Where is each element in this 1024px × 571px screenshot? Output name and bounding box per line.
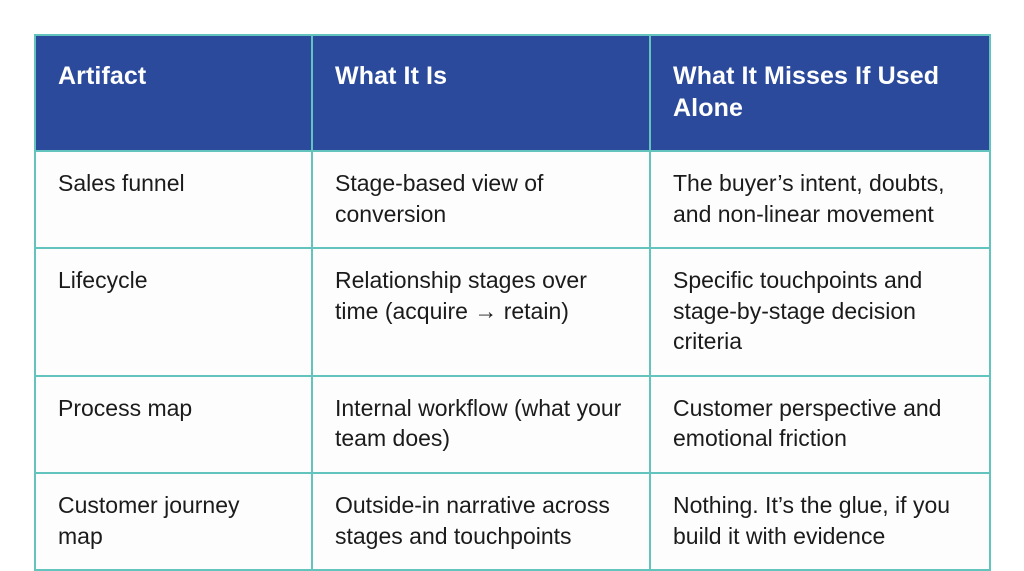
table-body: Sales funnel Stage-based view of convers… [35,151,990,571]
table-row: Customer journey map Outside-in narrativ… [35,473,990,571]
cell-what-it-misses: Nothing. It’s the glue, if you build it … [650,473,990,571]
cell-what-it-is: Relationship stages over time (acquire →… [312,248,651,377]
page-canvas: Artifact What It Is What It Misses If Us… [34,34,991,571]
cell-what-it-is: Stage-based view of conversion [312,151,651,250]
cell-artifact: Process map [35,375,313,475]
cell-what-it-is: Internal workflow (what your team does) [312,375,651,475]
cell-what-it-is: Outside-in narrative across stages and t… [312,473,651,571]
column-header-artifact: Artifact [35,35,313,152]
table-row: Process map Internal workflow (what your… [35,375,990,475]
cell-what-it-misses: Customer perspective and emotional frict… [650,375,990,475]
artifact-comparison-table-wrapper: Artifact What It Is What It Misses If Us… [34,34,991,571]
column-header-what-it-misses-if-used-alone: What It Misses If Used Alone [650,35,990,152]
table-header: Artifact What It Is What It Misses If Us… [35,35,990,152]
cell-artifact: Customer journey map [35,473,313,571]
table-row: Sales funnel Stage-based view of convers… [35,151,990,250]
cell-what-it-misses: Specific touchpoints and stage-by-stage … [650,248,990,377]
table-row: Lifecycle Relationship stages over time … [35,248,990,377]
cell-artifact: Sales funnel [35,151,313,250]
table-header-row: Artifact What It Is What It Misses If Us… [35,35,990,152]
cell-artifact: Lifecycle [35,248,313,377]
column-header-what-it-is: What It Is [312,35,651,152]
artifact-comparison-table: Artifact What It Is What It Misses If Us… [34,34,991,571]
cell-what-it-misses: The buyer’s intent, doubts, and non-line… [650,151,990,250]
